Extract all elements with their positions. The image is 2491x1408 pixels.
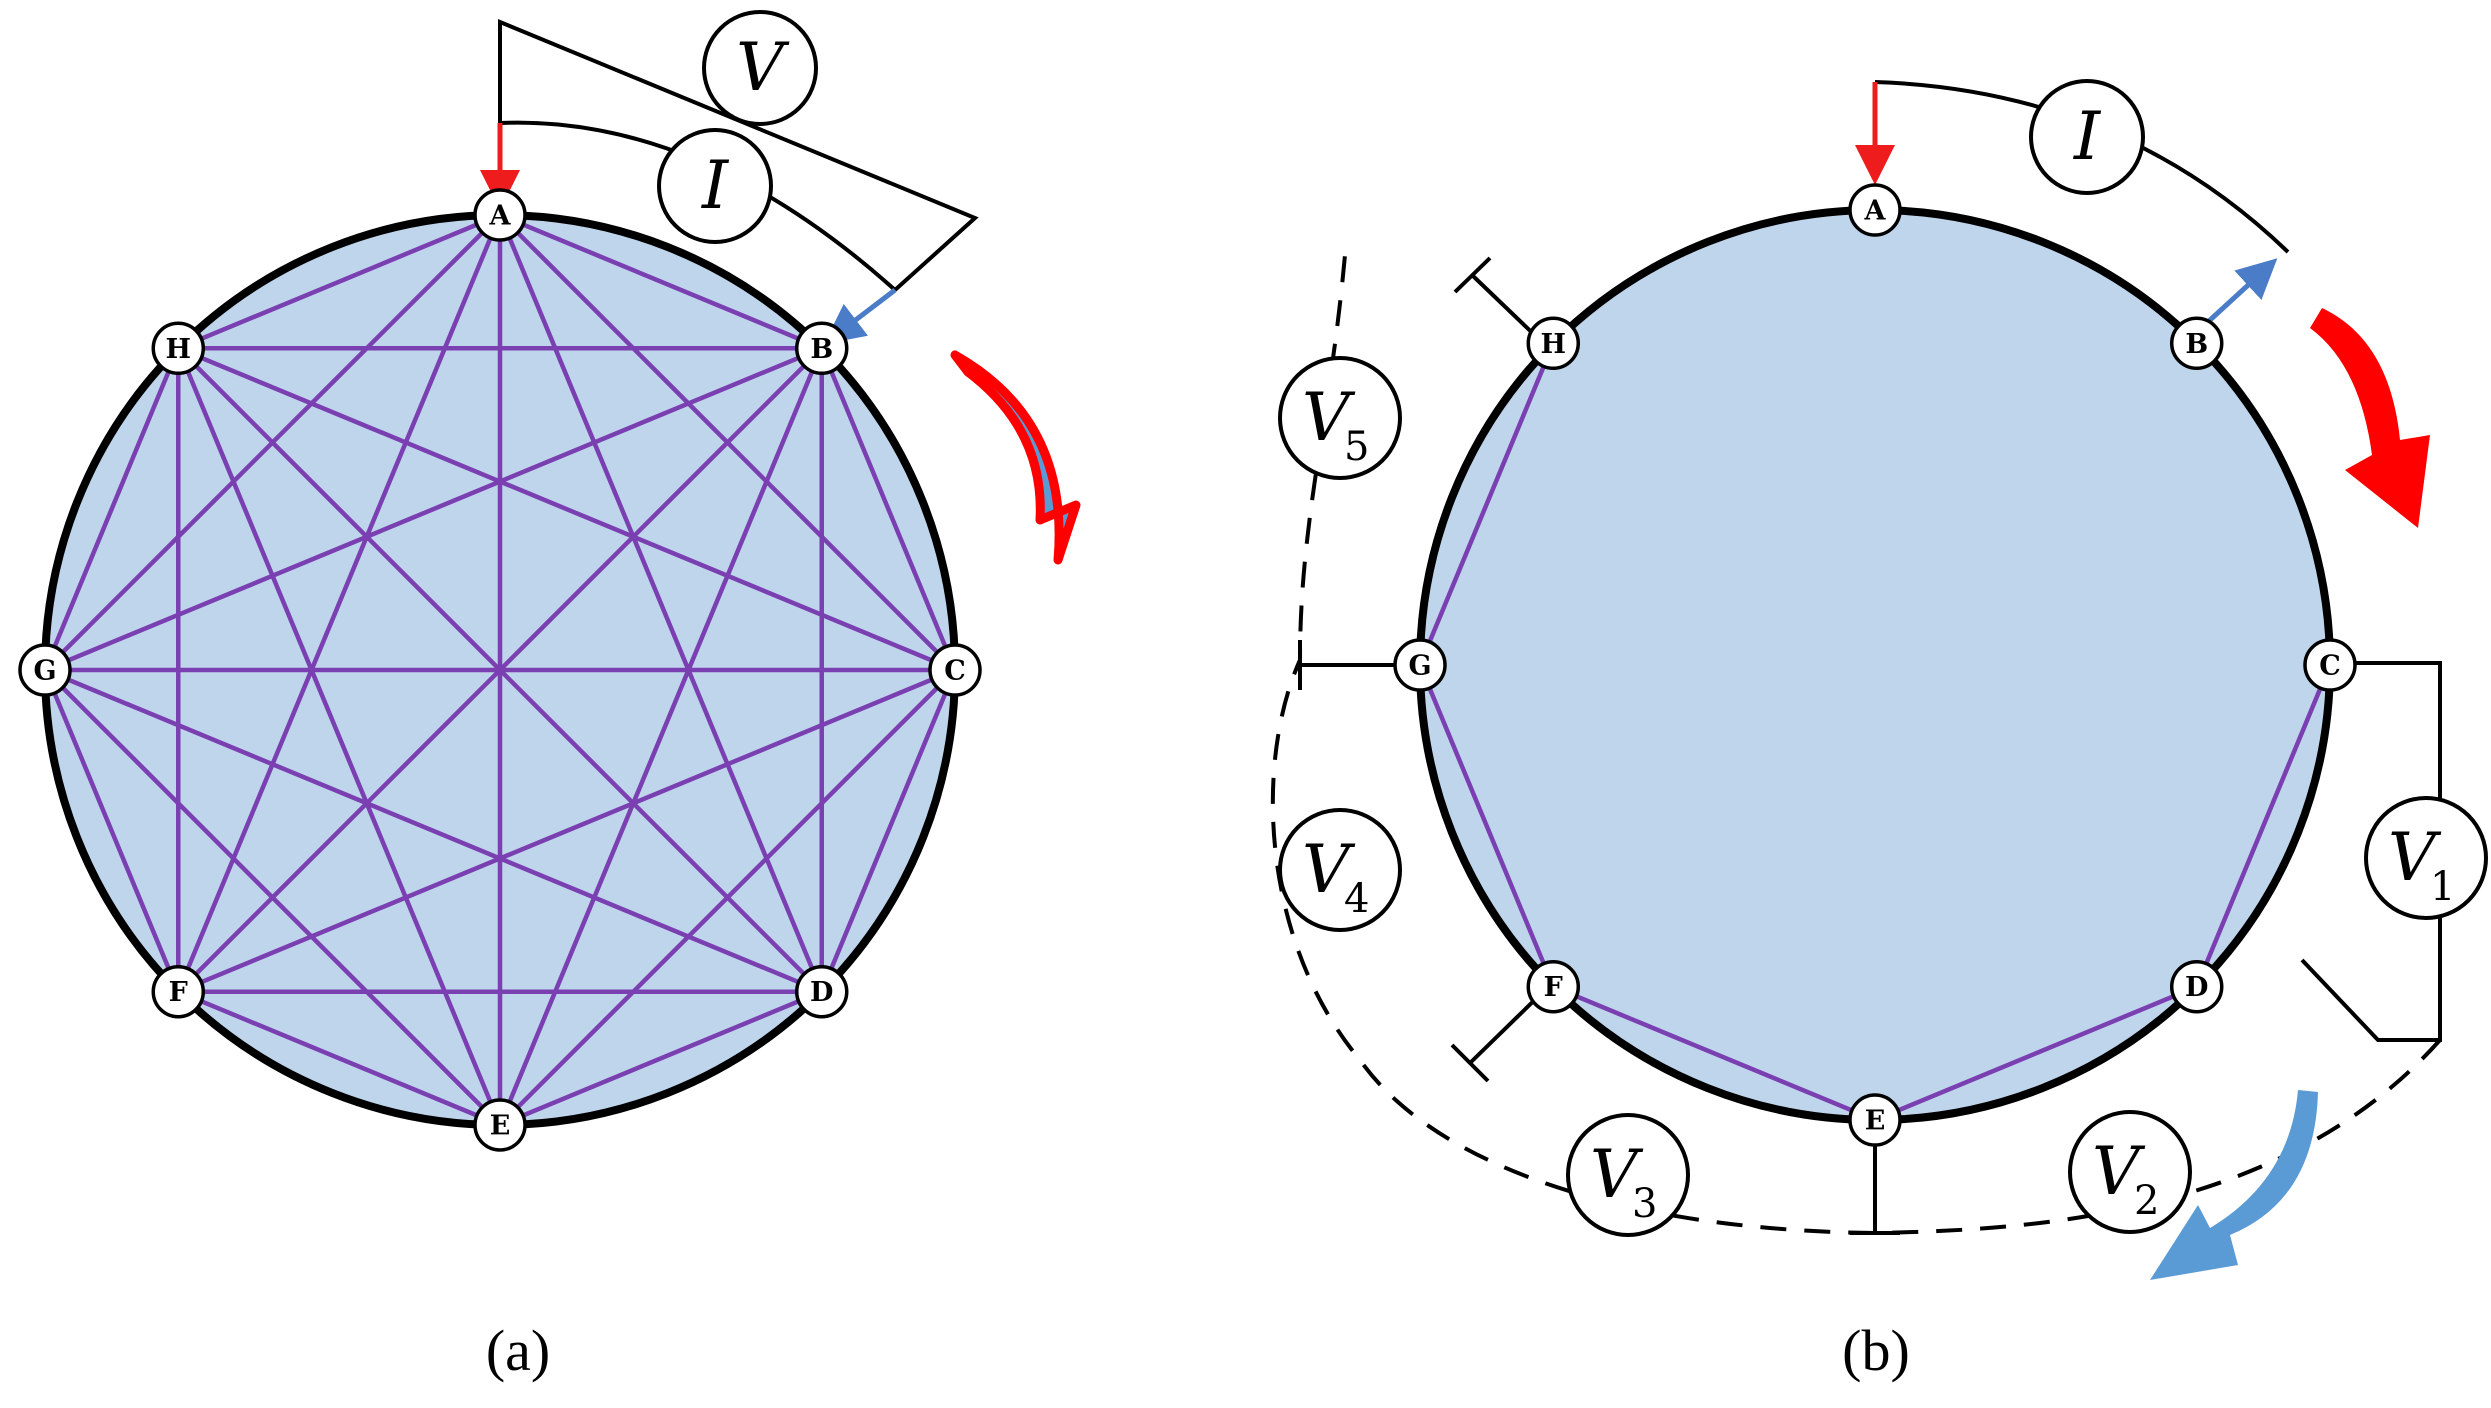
nodes-b: A B C D E F G H: [1393, 183, 2357, 1147]
chord-C-D: [819, 667, 958, 994]
rotation-arrow-a: [950, 350, 1081, 565]
chord-E-G: [42, 667, 503, 1128]
voltmeter-v4: V 4: [1278, 808, 1402, 932]
chord-D-E: [497, 989, 824, 1128]
b-node-f: F: [1526, 959, 1581, 1014]
b-node-g: G: [1393, 638, 1447, 692]
a-node-label-h: H: [166, 334, 192, 365]
panel-b: I V 1 V 2 V 3 V 4 V 5 A B C D E F G: [1270, 79, 2488, 1383]
a-node-label-f: F: [169, 977, 188, 1008]
chord-F-G: [42, 667, 181, 994]
chord-E-H: [176, 346, 503, 1128]
b-node-label-b: B: [2185, 329, 2208, 360]
ammeter-a-label: I: [701, 147, 730, 224]
b-node-label-g: G: [1408, 651, 1431, 682]
a-node-b: B: [794, 321, 849, 376]
a-node-h: H: [151, 321, 206, 376]
rotation-arrow-blue-b: [2150, 1090, 2318, 1280]
chord-C-F: [176, 667, 958, 994]
voltmeter-v5: V 5: [1278, 356, 1402, 480]
edge-chain-b: [1417, 341, 2333, 1123]
chord-A-H: [176, 212, 503, 351]
b-node-label-h: H: [1541, 329, 1567, 360]
voltmeter-v4-sub: 4: [1344, 876, 1369, 922]
voltage-lead-dashed: [1270, 254, 2442, 1236]
b-node-e: E: [1848, 1093, 1902, 1147]
current-out-arrow-a: [824, 288, 897, 345]
a-node-e: E: [473, 1098, 527, 1152]
voltmeter-v5-symbol: V: [1302, 379, 1356, 456]
panel-a: V I A B C D E F G H (a): [18, 10, 1081, 1383]
b-node-label-e: E: [1865, 1106, 1886, 1137]
voltmeter-v3-symbol: V: [1590, 1136, 1644, 1213]
voltmeter-v1: V 1: [2364, 796, 2488, 920]
b-node-d: D: [2169, 959, 2224, 1014]
b-node-label-c: C: [2319, 651, 2341, 682]
rotation-arrow-red-b: [2310, 308, 2430, 528]
voltmeter-v4-symbol: V: [1302, 831, 1356, 908]
voltmeter-a: V: [702, 10, 818, 126]
a-node-label-c: C: [944, 656, 966, 687]
ammeter-b: I: [2029, 79, 2145, 195]
a-node-f: F: [151, 964, 206, 1019]
a-node-label-e: E: [490, 1111, 511, 1142]
nodes-a: A B C D E F G H: [18, 188, 982, 1152]
a-node-g: G: [18, 643, 72, 697]
a-node-label-d: D: [810, 977, 833, 1008]
b-node-c: C: [2303, 638, 2357, 692]
chord-A-F: [176, 212, 503, 994]
voltmeter-v1-symbol: V: [2388, 819, 2442, 896]
chord-E-F: [176, 989, 503, 1128]
caption-a: (a): [486, 1318, 550, 1383]
voltmeter-v3-sub: 3: [1632, 1181, 1657, 1227]
ammeter-b-label: I: [2073, 98, 2102, 175]
chord-D-H: [176, 346, 824, 994]
a-node-label-a: A: [489, 201, 512, 232]
b-node-label-a: A: [1864, 196, 1887, 227]
b-node-label-f: F: [1544, 972, 1563, 1003]
b-node-b: B: [2169, 316, 2224, 371]
b-node-label-d: D: [2185, 972, 2208, 1003]
chords-a: [42, 212, 958, 1128]
a-node-label-b: B: [810, 334, 833, 365]
ammeter-a: I: [657, 128, 773, 244]
voltmeter-v5-sub: 5: [1344, 424, 1369, 470]
chord-C-H: [176, 346, 958, 673]
a-node-d: D: [794, 964, 849, 1019]
a-node-a: A: [473, 188, 527, 242]
chord-B-C: [819, 346, 958, 673]
b-node-h: H: [1526, 316, 1581, 371]
voltmeter-v2-symbol: V: [2092, 1133, 2146, 1210]
voltmeter-v2: V 2: [2068, 1110, 2192, 1234]
chord-B-G: [42, 346, 824, 673]
voltmeter-v3: V 3: [1566, 1113, 1690, 1237]
a-node-c: C: [928, 643, 982, 697]
voltmeter-v1-sub: 1: [2430, 864, 2455, 910]
a-node-label-g: G: [33, 656, 56, 687]
chord-B-E: [497, 346, 824, 1128]
chord-G-H: [42, 346, 181, 673]
chord-A-D: [497, 212, 824, 994]
voltmeter-v2-sub: 2: [2134, 1178, 2159, 1224]
voltmeter-a-label: V: [736, 29, 790, 106]
chord-D-G: [42, 667, 824, 994]
caption-b: (b): [1842, 1318, 1910, 1383]
b-node-a: A: [1848, 183, 1902, 237]
chord-A-B: [497, 212, 824, 351]
